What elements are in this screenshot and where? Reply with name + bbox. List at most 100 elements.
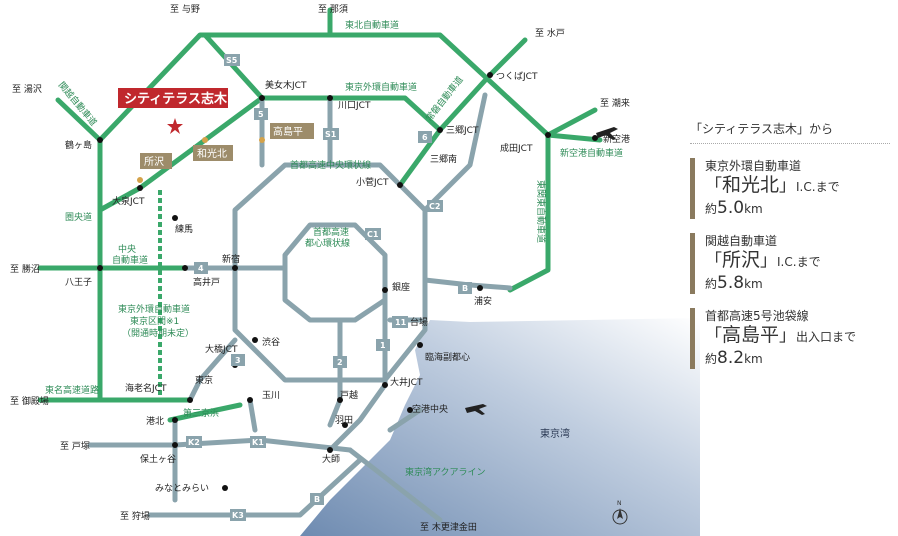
dest-itako: 至 潮来 — [600, 97, 630, 109]
place-kosuge: 小菅JCT — [356, 176, 389, 188]
property-label-box — [118, 88, 228, 108]
shield-c2: C2 — [429, 202, 440, 211]
place-takaido: 高井戸 — [193, 276, 220, 288]
card-distance: 約5.0km — [705, 198, 890, 219]
shield-4: 4 — [198, 264, 204, 273]
road-shin-kuko: 新空港自動車道 — [560, 147, 623, 159]
road-gaikan-note: （開通時期未定） — [122, 327, 194, 339]
tokyo-bay — [300, 318, 700, 536]
ic-name: 和光北 — [722, 174, 780, 196]
destination-labels: 至 与野 至 那須 至 水戸 至 潮来 至 湯沢 至 勝沼 至 御殿場 至 戸塚… — [10, 4, 630, 533]
place-oi: 大井JCT — [390, 376, 423, 388]
dist-number: 8.2 — [717, 348, 745, 368]
dist-unit: km — [744, 202, 763, 216]
shield-11: 11 — [395, 318, 407, 327]
place-kawaguchi: 川口JCT — [338, 101, 371, 111]
ic-open-bracket: 「 — [705, 251, 722, 271]
shield-s1: S1 — [325, 130, 337, 139]
road-tohoku: 東北自動車道 — [345, 19, 399, 31]
dest-yuzawa: 至 湯沢 — [12, 83, 42, 95]
ic-open-bracket: 「 — [705, 326, 722, 346]
route-shields: S5 5 S1 6 C1 C2 4 B 11 2 1 3 K1 K2 K3 B — [186, 54, 472, 521]
ic-tokorozawa-badge — [140, 153, 172, 169]
shield-6: 6 — [422, 133, 428, 142]
property-star-icon — [167, 118, 183, 134]
road-tomei: 東名高速道路 — [45, 384, 99, 396]
dist-unit: km — [744, 352, 763, 366]
dist-prefix: 約 — [705, 277, 718, 291]
place-shibuya: 渋谷 — [262, 336, 280, 348]
dist-prefix: 約 — [705, 352, 718, 366]
place-ginza: 銀座 — [392, 281, 410, 293]
place-tsukuba: つくばJCT — [496, 71, 538, 82]
card-distance: 約5.8km — [705, 273, 890, 294]
ic-close-bracket: 」 — [779, 326, 797, 346]
place-tsurugashima: 鶴ヶ島 — [65, 139, 92, 151]
road-chuo-1: 中央 — [118, 243, 136, 255]
road-higashi-kanto: 東関東自動車道 — [535, 180, 547, 243]
bay-label: 東京湾 — [540, 427, 570, 440]
place-nerima: 練馬 — [175, 223, 193, 235]
dest-kisarazu: 至 木更津金田 — [420, 521, 477, 533]
north-arrow-icon: N — [612, 500, 628, 525]
distance-card: 東京外環自動車道 「和光北」I.C.まで 約5.0km — [690, 158, 890, 219]
place-tamagawa: 玉川 — [262, 390, 280, 401]
place-hachioji: 八王子 — [65, 277, 92, 288]
airplane-icons — [465, 127, 618, 415]
dist-number: 5.0 — [717, 198, 745, 218]
shield-s5: S5 — [226, 56, 238, 65]
card-road: 東京外環自動車道 — [705, 159, 802, 173]
place-ebina: 海老名JCT — [125, 382, 167, 394]
distance-card: 首都高速5号池袋線 「高島平」出入口まで 約8.2km — [690, 308, 890, 369]
place-ohashi: 大橋JCT — [205, 343, 238, 355]
place-narita: 成田JCT — [500, 142, 533, 154]
shield-b: B — [462, 284, 468, 293]
distance-card: 関越自動車道 「所沢」I.C.まで 約5.8km — [690, 233, 890, 294]
shield-5: 5 — [258, 110, 264, 119]
place-misato-minami: 三郷南 — [430, 153, 457, 165]
place-minatomirai: みなとみらい — [155, 483, 209, 494]
place-misato: 三郷JCT — [446, 125, 479, 136]
dest-kariba: 至 狩場 — [120, 510, 150, 522]
place-kohoku: 港北 — [146, 415, 164, 427]
distance-panel: 「シティテラス志木」から 東京外環自動車道 「和光北」I.C.まで 約5.0km… — [690, 120, 890, 369]
shield-k1: K1 — [252, 438, 264, 447]
road-daisan-keihin: 第三京浜 — [183, 407, 219, 419]
dest-totsuka: 至 戸塚 — [60, 441, 90, 452]
ic-tokorozawa-label: 所沢 — [144, 155, 164, 168]
ic-name: 高島平 — [722, 324, 780, 346]
junction-dots — [97, 72, 598, 491]
card-road: 関越自動車道 — [705, 234, 778, 248]
airplane-icon — [465, 404, 487, 415]
road-kenodo: 圏央道 — [65, 211, 92, 223]
dest-yono: 至 与野 — [170, 4, 200, 15]
ic-wakokita-badge — [193, 145, 233, 161]
place-daishi: 大師 — [322, 453, 340, 465]
card-distance: 約8.2km — [705, 348, 890, 369]
panel-heading: 「シティテラス志木」から — [690, 120, 890, 144]
place-urayasu: 浦安 — [474, 295, 492, 307]
dest-katsunuma: 至 勝沼 — [10, 263, 40, 275]
place-bijogi: 美女木JCT — [265, 79, 307, 91]
property-label: シティテラス志木 — [124, 91, 228, 107]
place-kuko-chuo: 空港中央 — [412, 403, 448, 415]
place-togoshi: 戸越 — [340, 389, 358, 401]
ic-takashimadaira-label: 高島平 — [273, 125, 303, 138]
place-tokyo: 東京 — [195, 374, 213, 386]
dist-prefix: 約 — [705, 202, 718, 216]
place-haneda: 羽田 — [335, 415, 353, 426]
ic-takashimadaira-badge — [270, 123, 314, 139]
road-shuto-toshin-2: 都心環状線 — [305, 237, 350, 249]
road-joban: 常磐自動車道 — [423, 74, 466, 124]
card-ic: 「高島平」出入口まで — [705, 324, 890, 348]
ic-suffix: I.C.まで — [777, 255, 821, 269]
shield-bay-b: B — [314, 495, 320, 504]
place-rinkai: 臨海副都心 — [425, 351, 470, 363]
place-hodogaya: 保土ヶ谷 — [140, 453, 176, 465]
card-ic: 「所沢」I.C.まで — [705, 249, 890, 273]
north-label: N — [617, 500, 622, 507]
shield-k3: K3 — [232, 511, 244, 520]
road-shuto-toshin-1: 首都高速 — [313, 226, 349, 238]
property-marker: シティテラス志木 — [118, 88, 228, 134]
